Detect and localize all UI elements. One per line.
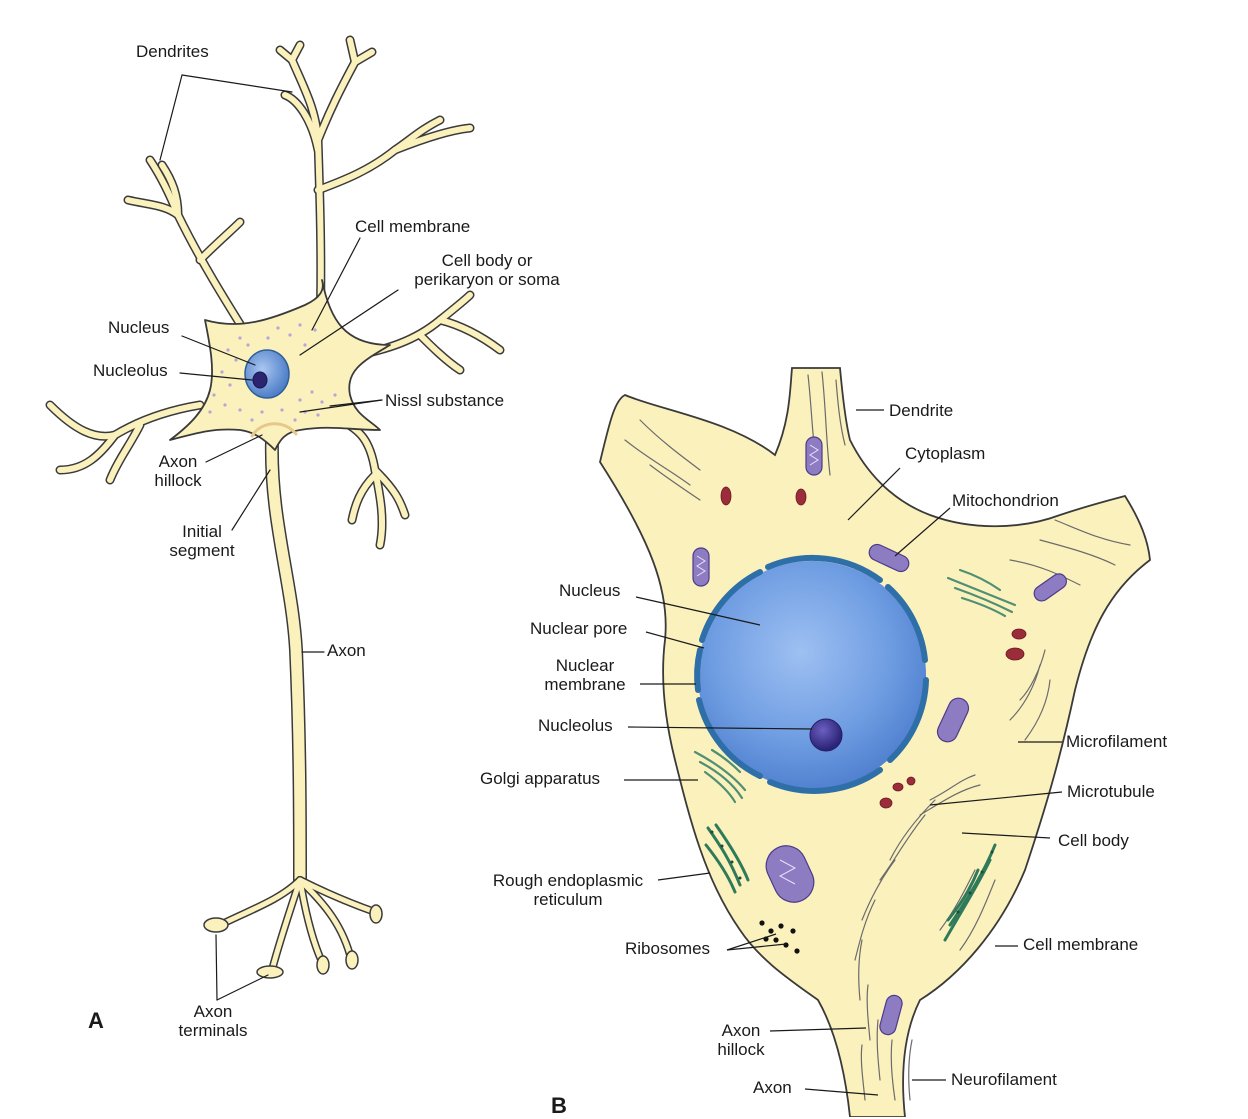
label-cell-body-a: Cell body or perikaryon or soma: [398, 251, 576, 289]
label-nucleolus-a: Nucleolus: [93, 361, 168, 380]
label-initial-segment-line1: Initial: [182, 522, 222, 541]
label-dendrites: Dendrites: [136, 42, 209, 61]
label-rough-er-line1: Rough endoplasmic: [492, 871, 644, 890]
mitochondria-b: [692, 436, 1067, 1036]
neuron-b: [599, 367, 1151, 1117]
axon-terminals-a: [203, 876, 383, 979]
nucleus-b: [698, 561, 926, 789]
label-axon-hillock-a-line2: hillock: [154, 471, 202, 490]
label-rough-er-line2: reticulum: [533, 890, 603, 909]
label-nissl-substance: Nissl substance: [385, 391, 505, 410]
leader-lines-b: [624, 409, 1063, 1096]
label-axon-b: Axon: [753, 1078, 792, 1097]
label-cytoplasm: Cytoplasm: [905, 444, 986, 463]
label-cell-membrane-a: Cell membrane: [355, 217, 471, 236]
panel-letter-b: B: [551, 1093, 567, 1118]
axon-hillock-a: [250, 422, 298, 438]
label-axon-terminals: Axon terminals: [170, 1002, 256, 1040]
label-rough-er: Rough endoplasmic reticulum: [478, 871, 658, 909]
label-cell-body-line1: Cell body or: [441, 251, 533, 270]
dendrite-branches-a: [45, 35, 505, 550]
label-microtubule: Microtubule: [1067, 782, 1155, 801]
label-nucleus-b: Nucleus: [559, 581, 621, 600]
label-axon-hillock-b: Axon hillock: [706, 1021, 776, 1059]
label-nucleolus-b: Nucleolus: [538, 716, 613, 735]
vesicles-b: [720, 486, 1027, 809]
label-mitochondrion: Mitochondrion: [952, 491, 1059, 510]
label-nuclear-membrane-line2: membrane: [544, 675, 626, 694]
label-ribosomes: Ribosomes: [625, 939, 711, 958]
leader-lines-a: [159, 74, 399, 1001]
label-axon-hillock-b-line2: hillock: [717, 1040, 765, 1059]
label-golgi-apparatus: Golgi apparatus: [480, 769, 601, 788]
label-axon-a: Axon: [327, 641, 366, 660]
golgi-apparatus-b: [693, 568, 1017, 804]
neuron-a: [45, 35, 505, 1001]
panel-letter-a: A: [88, 1008, 104, 1033]
label-nucleus-a: Nucleus: [108, 318, 170, 337]
label-cell-body-line2: perikaryon or soma: [414, 270, 560, 289]
label-initial-segment: Initial segment: [160, 522, 244, 560]
label-axon-hillock-b-line1: Axon: [721, 1021, 761, 1040]
label-nuclear-membrane: Nuclear membrane: [534, 656, 636, 694]
label-cell-membrane-b: Cell membrane: [1023, 935, 1139, 954]
cytoskeleton-b: [624, 371, 1131, 1101]
label-cell-body-b: Cell body: [1058, 831, 1129, 850]
label-nuclear-membrane-line1: Nuclear: [555, 656, 615, 675]
label-neurofilament: Neurofilament: [951, 1070, 1057, 1089]
label-axon-terminals-line1: Axon: [193, 1002, 233, 1021]
label-nuclear-pore: Nuclear pore: [530, 619, 628, 638]
label-axon-hillock-a-line1: Axon: [158, 452, 198, 471]
nucleolus-b: [809, 718, 843, 752]
nuclear-membrane-b: [694, 554, 929, 794]
label-axon-hillock-a: Axon hillock: [140, 452, 216, 490]
label-microfilament: Microfilament: [1066, 732, 1168, 751]
nucleolus-a: [252, 371, 268, 389]
label-dendrite-b: Dendrite: [889, 401, 954, 420]
axon-a: [264, 433, 307, 887]
label-axon-terminals-line2: terminals: [178, 1021, 248, 1040]
label-initial-segment-line2: segment: [169, 541, 235, 560]
ribosomes-b: [759, 920, 800, 954]
nucleus-a: [244, 349, 290, 399]
